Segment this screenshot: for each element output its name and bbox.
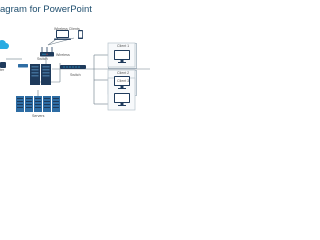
monitor-icon-3: [114, 93, 130, 106]
monitor-icon-2: [114, 76, 130, 89]
laptop-icon: [54, 30, 71, 40]
middle-switch-icon: [60, 65, 86, 69]
left-switch-icon: [18, 64, 28, 68]
client-3-label: Client 3: [117, 79, 130, 83]
wireless-clients-label: Wireless Clients: [54, 27, 80, 31]
client-2-label: Client 2: [117, 71, 130, 75]
phone-icon: [78, 30, 83, 39]
switch-mid-label: Switch: [70, 73, 81, 77]
client-1-label: Client 1: [117, 44, 130, 48]
servers-label: Servers: [32, 114, 45, 118]
wireless-router-icon: [40, 47, 54, 57]
switch-left-label: Switch: [37, 57, 48, 61]
router-icon: [0, 62, 6, 68]
monitor-icon-1: [114, 50, 130, 63]
wireless-label: Wireless: [56, 53, 70, 57]
network-diagram: [0, 30, 150, 112]
page-title: agram for PowerPoint: [0, 4, 92, 15]
servers-icon: [16, 96, 60, 112]
server-rack-icon: [30, 64, 51, 85]
cloud-icon: [0, 40, 9, 49]
router-label: ter: [0, 68, 5, 72]
